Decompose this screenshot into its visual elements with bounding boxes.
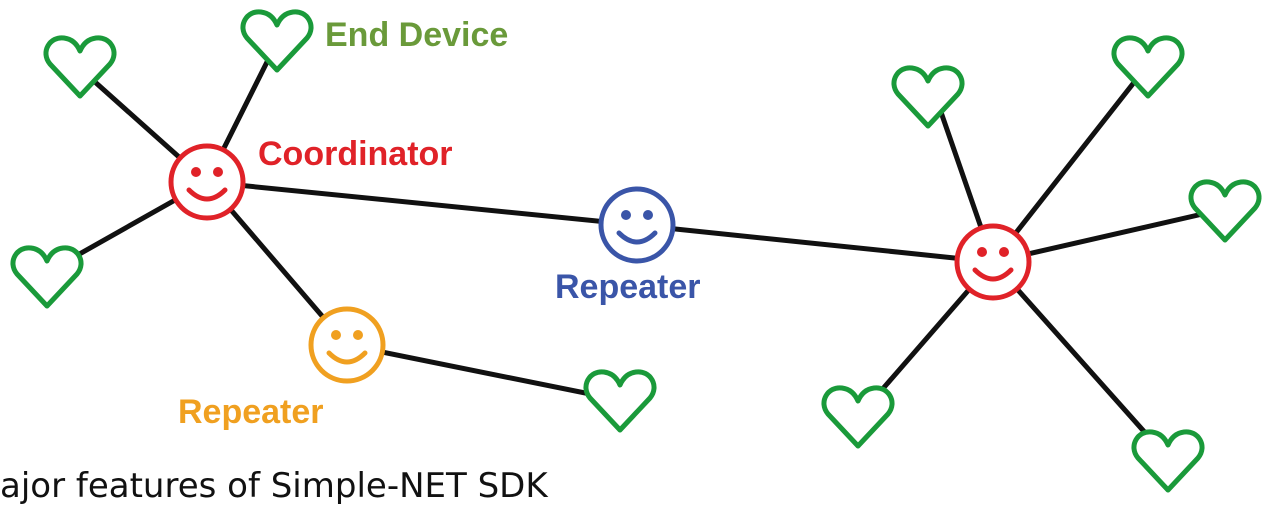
label-coordinator: Coordinator	[258, 135, 453, 173]
link-coord-repeater-center	[204, 179, 640, 228]
repeater-node-left	[308, 306, 386, 384]
heart-outline-icon	[586, 372, 654, 430]
heart-outline-icon	[1134, 432, 1202, 490]
coordinator-node	[168, 143, 246, 221]
heart-outline-icon	[1191, 182, 1259, 240]
heart-outline-icon	[1114, 38, 1182, 96]
heart-outline-icon	[13, 248, 81, 306]
figure-caption: ajor features of Simple-NET SDK	[0, 466, 548, 506]
link-coord2-heart-e	[990, 259, 1168, 458]
heart-outline-icon	[824, 388, 892, 446]
heart-outline-icon	[243, 12, 311, 70]
heart-outline-icon	[894, 68, 962, 126]
coordinator-node-2	[954, 223, 1032, 301]
label-end-device: End Device	[325, 16, 508, 54]
link-coord2-heart-b	[990, 59, 1153, 265]
repeater-node-center	[598, 186, 676, 264]
label-repeater-center: Repeater	[555, 268, 701, 306]
link-repeater-left-heart	[344, 342, 623, 403]
label-repeater-left: Repeater	[178, 393, 324, 431]
link-repeater-center-coord2	[634, 222, 996, 265]
link-coord2-heart-c	[990, 207, 1223, 265]
